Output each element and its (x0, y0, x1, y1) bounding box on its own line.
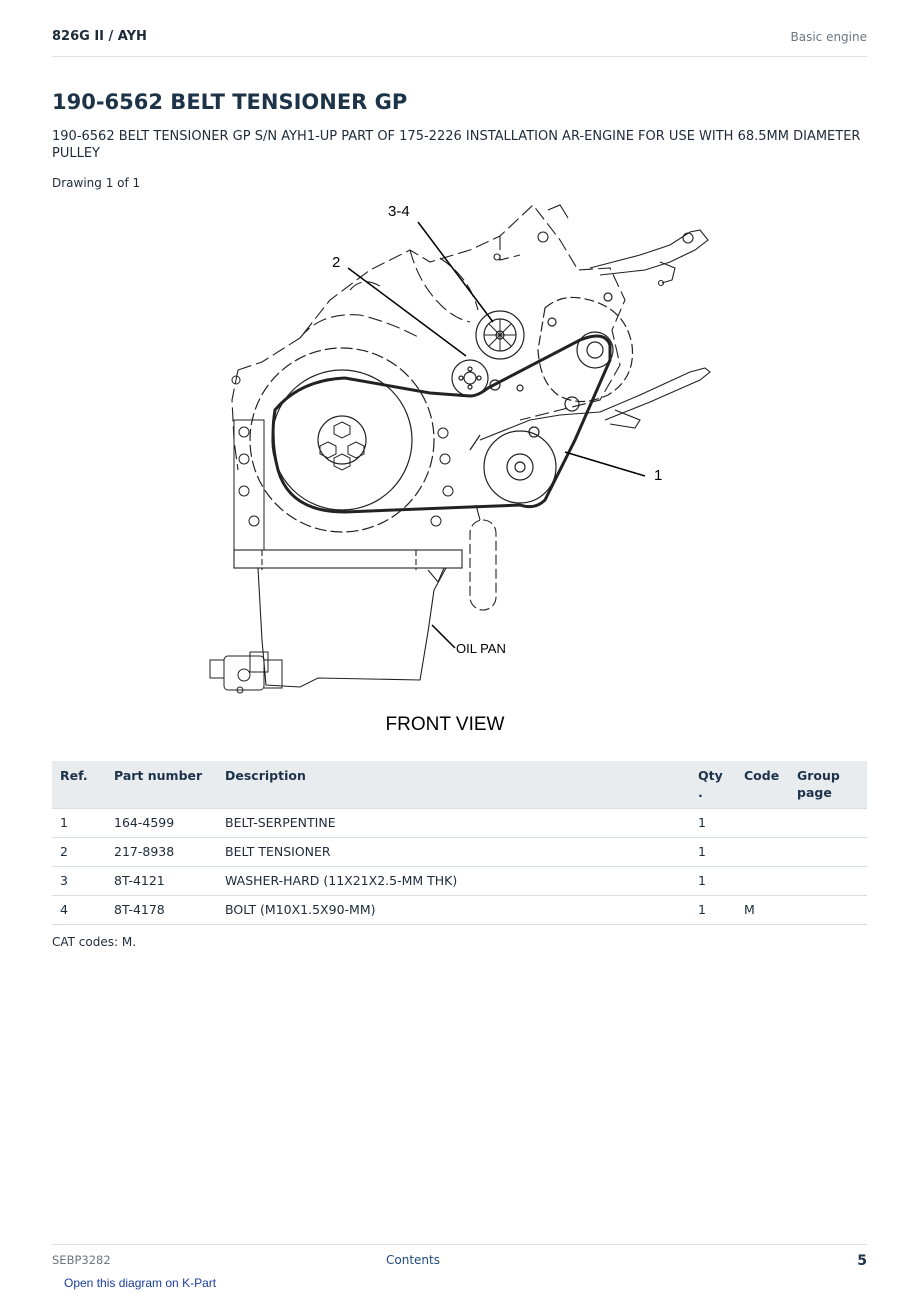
cell-qty: 1 (690, 866, 736, 896)
callout-1: 1 (654, 467, 662, 484)
upper-bracket (493, 204, 709, 287)
cell-group-page (789, 837, 867, 867)
col-part-number: Part number (106, 761, 217, 809)
cell-description: BELT TENSIONER (217, 837, 690, 867)
col-ref: Ref. (52, 761, 106, 809)
cell-group-page (789, 895, 867, 925)
open-kpart-link[interactable]: Open this diagram on K-Part (64, 1276, 217, 1290)
oil-drain-valve (209, 651, 283, 694)
housing-bolts (231, 375, 454, 551)
footer-divider (52, 1244, 867, 1245)
parts-diagram: 3-4 2 1 OIL PAN (200, 195, 740, 750)
callout-2: 2 (332, 254, 340, 271)
tensioner-pulley (451, 310, 525, 397)
cell-code (736, 866, 789, 896)
contents-link[interactable]: Contents (386, 1253, 440, 1267)
cell-group-page (789, 866, 867, 896)
cell-ref: 1 (52, 808, 106, 838)
cell-part-number: 8T-4178 (106, 895, 217, 925)
cell-ref: 2 (52, 837, 106, 867)
cell-description: BOLT (M10X1.5X90-MM) (217, 895, 690, 925)
alternator (537, 292, 634, 403)
group-description: 190-6562 BELT TENSIONER GP S/N AYH1-UP P… (52, 129, 861, 161)
cell-ref: 3 (52, 866, 106, 896)
page-number: 5 (857, 1253, 867, 1269)
document-id: SEBP3282 (52, 1253, 111, 1267)
serpentine-belt (271, 334, 612, 514)
cell-description: BELT-SERPENTINE (217, 808, 690, 838)
parts-table: Ref. Part number Description Qty . Code … (52, 761, 867, 925)
table-row: 3 8T-4121 WASHER-HARD (11X21X2.5-MM THK)… (52, 866, 867, 896)
col-code: Code (736, 761, 789, 809)
cell-code (736, 808, 789, 838)
cell-qty: 1 (690, 808, 736, 838)
leader-lines (347, 221, 646, 649)
dipstick-tube (599, 367, 711, 429)
oil-pan-label: OIL PAN (456, 641, 506, 656)
machine-model: 826G II / AYH (52, 29, 147, 44)
cell-description: WASHER-HARD (11X21X2.5-MM THK) (217, 866, 690, 896)
cell-code (736, 837, 789, 867)
section-name: Basic engine (790, 30, 867, 44)
cell-part-number: 8T-4121 (106, 866, 217, 896)
table-row: 4 8T-4178 BOLT (M10X1.5X90-MM) 1 M (52, 895, 867, 925)
cell-ref: 4 (52, 895, 106, 925)
crankshaft-damper (249, 347, 435, 533)
engine-block-outline (231, 204, 626, 471)
col-description: Description (217, 761, 690, 809)
cell-part-number: 164-4599 (106, 808, 217, 838)
cell-qty: 1 (690, 895, 736, 925)
table-row: 1 164-4599 BELT-SERPENTINE 1 (52, 808, 867, 838)
oil-pan (233, 504, 497, 688)
cat-codes-note: CAT codes: M. (52, 935, 137, 949)
table-row: 2 217-8938 BELT TENSIONER 1 (52, 837, 867, 867)
view-label: FRONT VIEW (385, 714, 505, 735)
cell-group-page (789, 808, 867, 838)
table-header-row: Ref. Part number Description Qty . Code … (52, 761, 867, 809)
cell-qty: 1 (690, 837, 736, 867)
cell-code: M (736, 895, 789, 925)
col-qty: Qty . (690, 761, 736, 809)
lower-pulley (469, 396, 601, 504)
col-group-page: Group page (789, 761, 867, 809)
page-title: 190-6562 BELT TENSIONER GP (52, 90, 408, 114)
callout-3-4: 3-4 (388, 203, 410, 220)
page-header: 826G II / AYH Basic engine (52, 28, 867, 57)
cell-part-number: 217-8938 (106, 837, 217, 867)
drawing-label: Drawing 1 of 1 (52, 176, 141, 190)
